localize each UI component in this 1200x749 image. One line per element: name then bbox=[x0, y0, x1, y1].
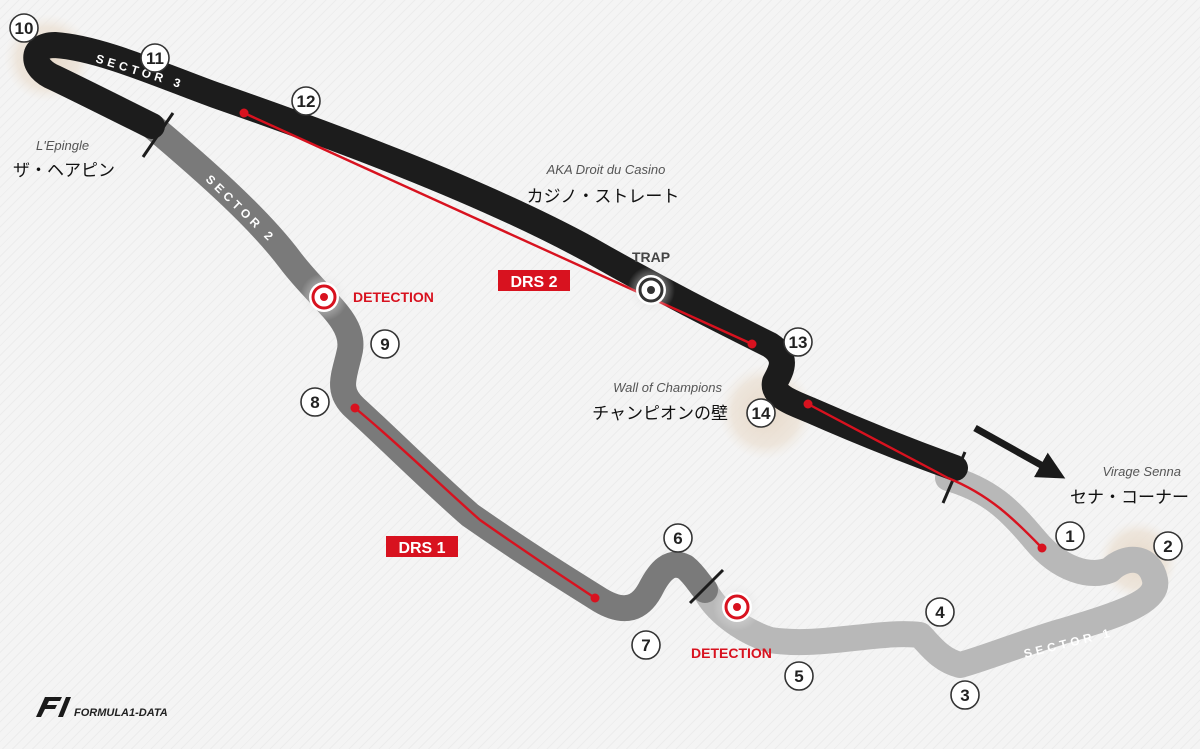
turn-number-3: 3 bbox=[960, 686, 969, 705]
turn-marker-1: 1 bbox=[1055, 521, 1085, 551]
sector-boundary-1 bbox=[141, 112, 175, 158]
detection-marker-turn6 bbox=[713, 583, 761, 631]
hairpin-name-jp: ザ・ヘアピン bbox=[13, 161, 115, 181]
casino-name-jp: カジノ・ストレート bbox=[527, 187, 680, 207]
drs-lines bbox=[243, 111, 1043, 600]
sector1-track bbox=[692, 465, 1169, 678]
casino-name-en: AKA Droit du Casino bbox=[546, 162, 666, 177]
speed-trap-marker bbox=[627, 266, 675, 314]
turn-marker-7: 7 bbox=[631, 630, 661, 660]
champions-name-jp: チャンピオンの壁 bbox=[592, 404, 728, 424]
direction-arrow-icon bbox=[973, 424, 1066, 479]
turn-marker-10: 10 bbox=[9, 13, 39, 43]
svg-text:FORMULA1-DATA: FORMULA1-DATA bbox=[74, 707, 168, 719]
svg-text:DRS 2: DRS 2 bbox=[510, 274, 557, 291]
turn-number-14: 14 bbox=[752, 404, 771, 423]
turn-marker-13: 13 bbox=[783, 327, 813, 357]
turn-number-8: 8 bbox=[310, 393, 319, 412]
turn-marker-14: 14 bbox=[746, 398, 776, 428]
drs-endpoints bbox=[239, 108, 1047, 603]
turn-number-5: 5 bbox=[794, 667, 803, 686]
turn-number-11: 11 bbox=[146, 49, 164, 68]
f1-logo: FORMULA1-DATA bbox=[36, 697, 168, 719]
turn-marker-5: 5 bbox=[784, 661, 814, 691]
turn-number-13: 13 bbox=[789, 333, 808, 352]
sector3-track bbox=[23, 32, 968, 481]
hairpin-name-en: L'Epingle bbox=[36, 138, 89, 153]
turn-marker-11: 11 bbox=[140, 43, 170, 73]
turn-marker-6: 6 bbox=[663, 523, 693, 553]
turn-marker-3: 3 bbox=[950, 680, 980, 710]
senna-name-jp: セナ・コーナー bbox=[1070, 488, 1189, 508]
detection-label-turn6: DETECTION bbox=[691, 645, 772, 661]
turn-number-2: 2 bbox=[1163, 537, 1172, 556]
turn-marker-2: 2 bbox=[1153, 531, 1183, 561]
turn-marker-12: 12 bbox=[291, 86, 321, 116]
sector-boundary-3 bbox=[941, 451, 967, 504]
detection-marker-sector2 bbox=[300, 273, 348, 321]
svg-text:DRS 1: DRS 1 bbox=[398, 540, 445, 557]
turn-number-1: 1 bbox=[1065, 527, 1074, 546]
sector2-track bbox=[139, 113, 718, 622]
detection-label-sector2: DETECTION bbox=[353, 289, 434, 305]
drs2-badge: DRS 2 bbox=[498, 270, 570, 291]
sector-boundary-2 bbox=[688, 568, 725, 605]
turn-number-12: 12 bbox=[297, 92, 316, 111]
turn-number-4: 4 bbox=[935, 603, 945, 622]
senna-name-en: Virage Senna bbox=[1102, 464, 1181, 479]
turn-number-10: 10 bbox=[15, 19, 34, 38]
champions-name-en: Wall of Champions bbox=[613, 380, 722, 395]
turn-number-6: 6 bbox=[673, 529, 682, 548]
turn-marker-8: 8 bbox=[300, 387, 330, 417]
turn-marker-9: 9 bbox=[370, 329, 400, 359]
turn-marker-4: 4 bbox=[925, 597, 955, 627]
sector2-label: SECTOR 2 bbox=[203, 172, 279, 246]
speed-trap-label: TRAP bbox=[632, 249, 670, 265]
turn-number-9: 9 bbox=[380, 335, 389, 354]
turn-number-7: 7 bbox=[641, 636, 650, 655]
drs1-badge: DRS 1 bbox=[386, 536, 458, 557]
